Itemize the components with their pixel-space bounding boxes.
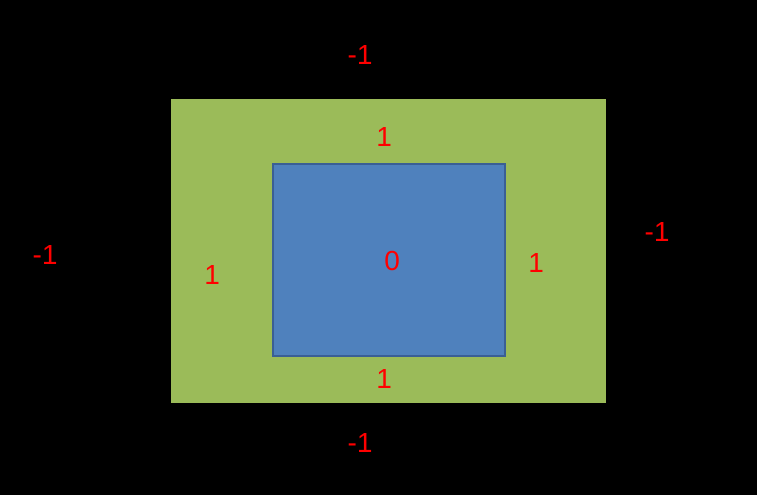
label-outside-top: -1 — [347, 39, 373, 70]
label-outside-bottom: -1 — [347, 427, 373, 458]
label-boundary-top: 1 — [376, 121, 392, 152]
label-outside-left: -1 — [32, 239, 58, 270]
label-boundary-right: 1 — [528, 247, 544, 278]
label-boundary-left: 1 — [204, 259, 220, 290]
label-inside-center: 0 — [384, 245, 400, 276]
label-boundary-bottom: 1 — [376, 363, 392, 394]
label-outside-right: -1 — [644, 216, 670, 247]
inner-blue-region — [272, 163, 506, 357]
